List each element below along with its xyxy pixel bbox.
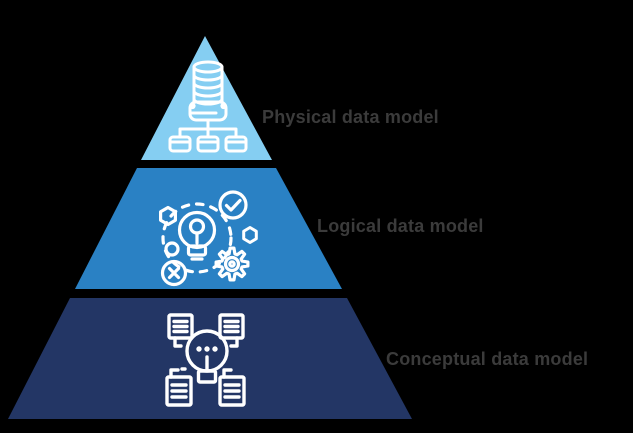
tier-label-physical: Physical data model	[262, 107, 439, 127]
tier-label-logical: Logical data model	[317, 216, 484, 236]
tier-conceptual-shape	[8, 298, 412, 419]
tier-logical-shape	[75, 168, 342, 289]
tier-physical-shape	[141, 36, 272, 160]
tier-label-conceptual: Conceptual data model	[386, 349, 589, 369]
